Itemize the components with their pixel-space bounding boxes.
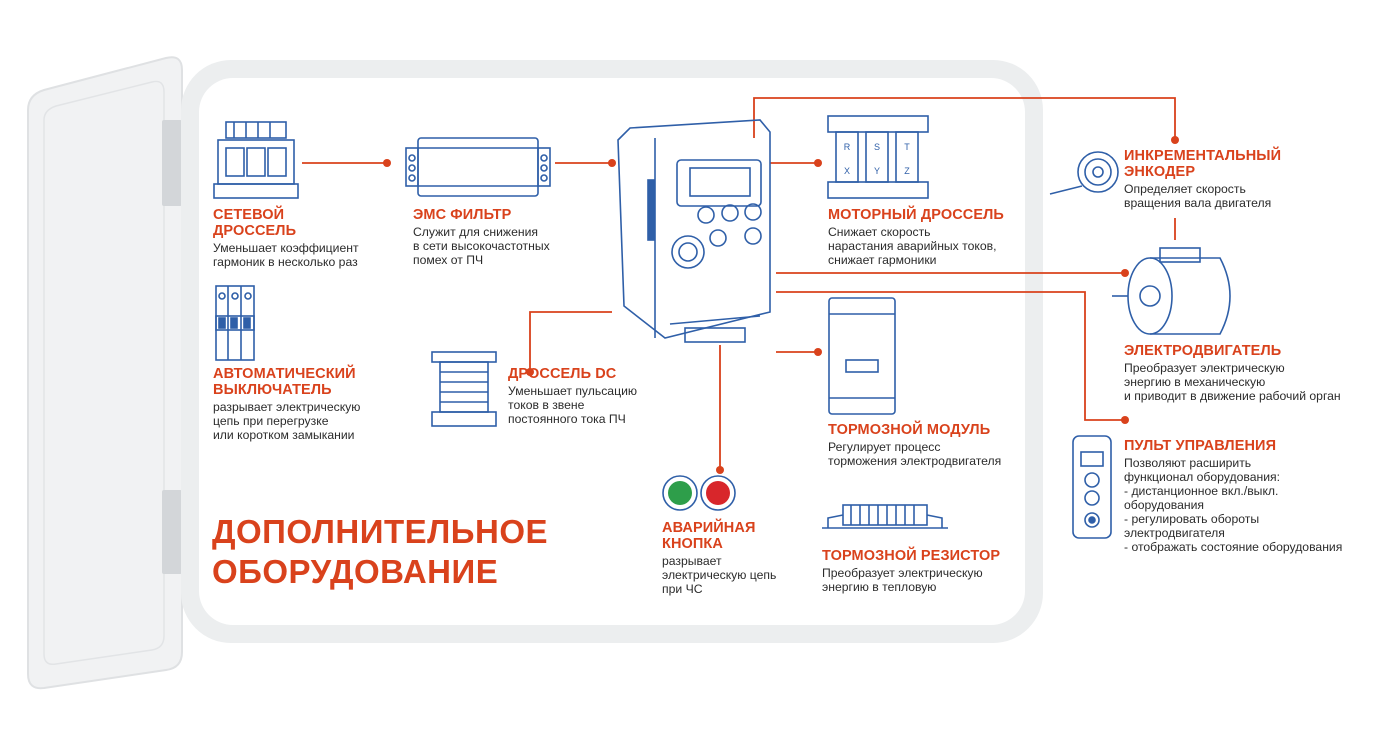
control-panel-title: ПУЛЬТ УПРАВЛЕНИЯ — [1124, 438, 1277, 454]
motor-icon — [1112, 247, 1231, 335]
dc-choke-desc: Уменьшает пульсацию токов в звене постоя… — [508, 384, 638, 426]
choke-label-x: X — [844, 166, 850, 176]
motor-choke-title: МОТОРНЫЙ ДРОССЕЛЬ — [828, 207, 1004, 223]
brake-resistor-desc: Преобразует электрическую энергию в тепл… — [822, 566, 983, 594]
brake-resistor-icon — [822, 504, 948, 529]
breaker-label: АВТОМАТИЧЕСКИЙ ВЫКЛЮЧАТЕЛЬ разрывает эле… — [213, 366, 360, 442]
door-hinge-bottom — [162, 490, 182, 574]
motor-choke-desc: Снижает скорость нарастания аварийных то… — [828, 225, 997, 267]
choke-label-r: R — [844, 142, 851, 152]
encoder-title: ИНКРЕМЕНТАЛЬНЫЙ ЭНКОДЕР — [1124, 148, 1282, 180]
dc-choke-icon — [431, 351, 497, 427]
encoder-desc: Определяет скорость вращения вала двигат… — [1124, 182, 1272, 210]
dc-choke-label: ДРОССЕЛЬ DC Уменьшает пульсацию токов в … — [508, 366, 637, 426]
emergency-button-label: АВАРИЙНАЯ КНОПКА разрывает электрическую… — [662, 520, 776, 596]
circuit-breaker-icon — [215, 285, 255, 361]
breaker-title: АВТОМАТИЧЕСКИЙ ВЫКЛЮЧАТЕЛЬ — [213, 366, 356, 398]
line-choke-icon — [213, 121, 299, 199]
brake-module-icon — [828, 297, 896, 415]
motor-label: ЭЛЕКТРОДВИГАТЕЛЬ Преобразует электрическ… — [1124, 343, 1341, 403]
emergency-button-icon — [662, 475, 736, 511]
control-panel-label: ПУЛЬТ УПРАВЛЕНИЯ Позволяют расширить фун… — [1124, 438, 1342, 554]
emc-filter-title: ЭМС ФИЛЬТР — [413, 207, 512, 223]
choke-label-t: T — [904, 142, 910, 152]
brake-module-label: ТОРМОЗНОЙ МОДУЛЬ Регулирует процесс торм… — [828, 422, 1001, 468]
emc-filter-icon — [405, 137, 551, 197]
emc-filter-label: ЭМС ФИЛЬТР Служит для снижения в сети вы… — [413, 207, 550, 267]
connection-lines — [302, 97, 1176, 470]
connection-dots — [383, 136, 1179, 474]
page-heading: ДОПОЛНИТЕЛЬНОЕ ОБОРУДОВАНИЕ — [212, 513, 549, 590]
door-hinge-top — [162, 120, 182, 206]
brake-resistor-label: ТОРМОЗНОЙ РЕЗИСТОР Преобразует электриче… — [822, 548, 1000, 594]
choke-label-z: Z — [904, 166, 910, 176]
line-choke-label: СЕТЕВОЙ ДРОССЕЛЬ Уменьшает коэффициент г… — [213, 207, 359, 269]
cabinet-interior — [199, 78, 1025, 625]
control-panel-desc: Позволяют расширить функционал оборудова… — [1124, 456, 1343, 554]
motor-title: ЭЛЕКТРОДВИГАТЕЛЬ — [1124, 343, 1282, 359]
emergency-button-desc: разрывает электрическую цепь при ЧС — [662, 554, 777, 596]
motor-choke-label: МОТОРНЫЙ ДРОССЕЛЬ Снижает скорость нарас… — [828, 207, 1004, 267]
brake-resistor-title: ТОРМОЗНОЙ РЕЗИСТОР — [822, 548, 1001, 564]
motor-choke-icon: R S T X Y Z — [827, 115, 929, 199]
motor-desc: Преобразует электрическую энергию в меха… — [1124, 361, 1341, 403]
encoder-label: ИНКРЕМЕНТАЛЬНЫЙ ЭНКОДЕР Определяет скоро… — [1124, 148, 1281, 210]
encoder-icon — [1049, 151, 1119, 195]
emc-filter-desc: Служит для снижения в сети высокочастотн… — [413, 225, 550, 267]
brake-module-desc: Регулирует процесс торможения электродви… — [828, 440, 1002, 468]
choke-label-y: Y — [874, 166, 880, 176]
breaker-desc: разрывает электрическую цепь при перегру… — [213, 400, 361, 442]
line-choke-desc: Уменьшает коэффициент гармоник в несколь… — [213, 241, 359, 269]
emergency-button-title: АВАРИЙНАЯ КНОПКА — [662, 520, 756, 552]
choke-label-s: S — [874, 142, 880, 152]
dc-choke-title: ДРОССЕЛЬ DC — [508, 366, 617, 382]
frequency-inverter-icon — [617, 119, 771, 343]
brake-module-title: ТОРМОЗНОЙ МОДУЛЬ — [828, 422, 991, 438]
cabinet-door — [27, 56, 183, 690]
line-choke-title: СЕТЕВОЙ ДРОССЕЛЬ — [213, 207, 297, 239]
control-panel-icon — [1072, 435, 1112, 539]
